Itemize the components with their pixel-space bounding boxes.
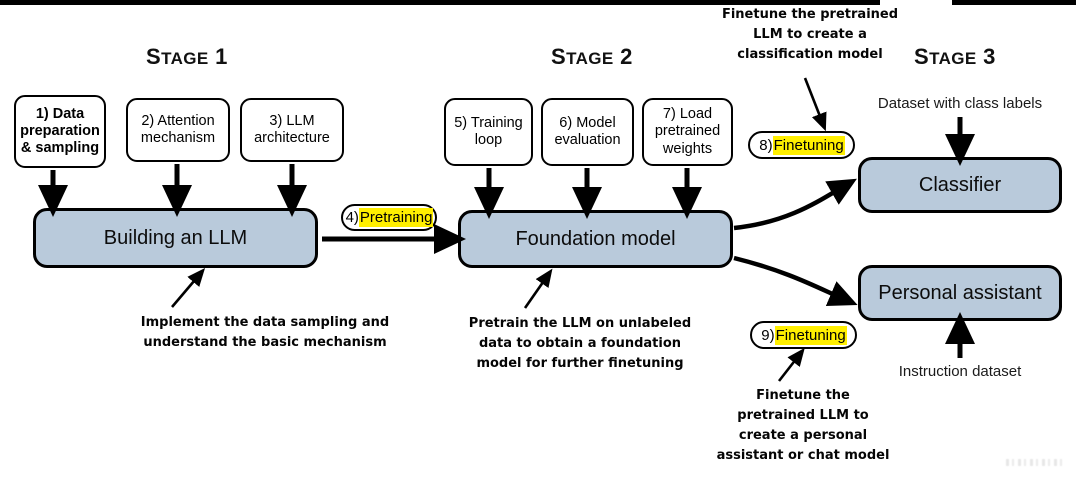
arrow-foundation-to-assistant bbox=[733, 255, 858, 307]
caption-assistant-branch: Finetune the pretrained LLM to create a … bbox=[716, 388, 890, 464]
label-instruction-dataset: Instruction dataset bbox=[898, 363, 1022, 380]
stage-2-title-rest: TAGE bbox=[566, 49, 614, 68]
stage-3-title-num: 3 bbox=[976, 44, 996, 69]
pill-9-label: Finetuning bbox=[774, 325, 847, 345]
pill-4-pretraining[interactable]: 4)Pretraining bbox=[341, 204, 437, 231]
arrow-caption2-pointer bbox=[523, 268, 553, 309]
blue-box-foundation-model[interactable]: Foundation model bbox=[458, 210, 733, 268]
arrow-caption-assistant-pointer bbox=[777, 347, 805, 382]
stage-1-title: STAGE 1 bbox=[146, 44, 228, 70]
arrow-caption-classifier-pointer bbox=[803, 77, 827, 132]
step-box-2-attention-mechanism[interactable]: 2) Attention mechanism bbox=[126, 98, 230, 162]
stage-1-title-rest: TAGE bbox=[161, 49, 209, 68]
pill-8-number: 8) bbox=[759, 136, 773, 154]
stage-3-title-cap: S bbox=[914, 44, 930, 69]
pill-8-label: Finetuning bbox=[772, 135, 845, 155]
caption-stage-1: Implement the data sampling and understa… bbox=[140, 315, 390, 351]
stage-2-title: STAGE 2 bbox=[551, 44, 633, 70]
stage-3-title-rest: TAGE bbox=[929, 49, 977, 68]
step-box-5-training-loop[interactable]: 5) Training loop bbox=[444, 98, 533, 166]
step-box-1-data-preparation[interactable]: 1) Data preparation & sampling bbox=[14, 95, 106, 168]
caption-classifier-branch: Finetune the pretrained LLM to create a … bbox=[721, 7, 899, 63]
step-box-3-llm-architecture[interactable]: 3) LLM architecture bbox=[240, 98, 344, 162]
pill-8-finetuning[interactable]: 8)Finetuning bbox=[748, 131, 855, 159]
top-black-bar bbox=[0, 0, 1076, 5]
watermark bbox=[1006, 459, 1062, 466]
pill-9-finetuning[interactable]: 9)Finetuning bbox=[750, 321, 857, 349]
blue-box-personal-assistant[interactable]: Personal assistant bbox=[858, 265, 1062, 321]
stage-1-title-cap: S bbox=[146, 44, 162, 69]
top-bar-notch-edge bbox=[952, 0, 955, 5]
stage-2-title-cap: S bbox=[551, 44, 567, 69]
pill-4-number: 4) bbox=[345, 209, 359, 226]
stage-2-title-num: 2 bbox=[613, 44, 633, 69]
caption-stage-2: Pretrain the LLM on unlabeled data to ob… bbox=[468, 316, 692, 372]
blue-box-classifier[interactable]: Classifier bbox=[858, 157, 1062, 213]
arrow-caption1-pointer bbox=[171, 268, 206, 308]
arrow-foundation-to-classifier bbox=[733, 178, 857, 231]
stage-3-title: STAGE 3 bbox=[914, 44, 996, 70]
pill-4-label: Pretraining bbox=[358, 208, 434, 227]
blue-box-building-an-llm[interactable]: Building an LLM bbox=[33, 208, 318, 268]
pill-9-number: 9) bbox=[761, 326, 775, 344]
top-bar-notch bbox=[880, 0, 952, 5]
stage-1-title-num: 1 bbox=[208, 44, 228, 69]
step-box-6-model-evaluation[interactable]: 6) Model evaluation bbox=[541, 98, 634, 166]
step-box-7-load-pretrained-weights[interactable]: 7) Load pretrained weights bbox=[642, 98, 733, 166]
label-dataset-with-class-labels: Dataset with class labels bbox=[877, 95, 1043, 112]
